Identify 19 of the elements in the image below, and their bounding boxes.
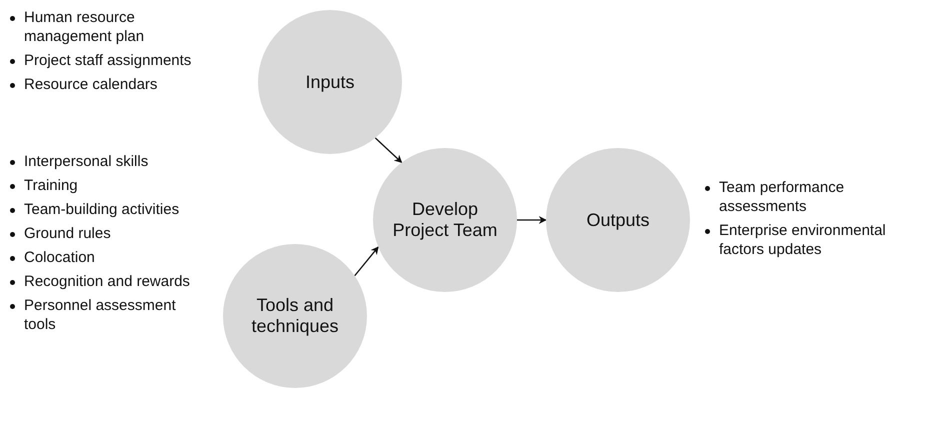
list-item: Training bbox=[24, 176, 78, 195]
node-label: Outputs bbox=[586, 210, 650, 230]
arrow bbox=[354, 246, 379, 276]
list-item: Enterprise environmental factors updates bbox=[719, 221, 887, 259]
arrow bbox=[374, 137, 402, 164]
list-item: Team performance assessments bbox=[719, 178, 846, 216]
list-item: Human resource management plan bbox=[24, 8, 146, 46]
arrow bbox=[517, 216, 547, 224]
list-item: Resource calendars bbox=[24, 75, 158, 94]
list-item: Colocation bbox=[24, 248, 95, 267]
list-item: Project staff assignments bbox=[24, 51, 192, 70]
node-label: Develop Project Team bbox=[392, 199, 498, 241]
list-item: Recognition and rewards bbox=[24, 272, 190, 291]
list-item: Interpersonal skills bbox=[24, 152, 148, 171]
node-label: Inputs bbox=[305, 72, 355, 92]
list-item: Ground rules bbox=[24, 224, 111, 243]
list-item: Personnel assessment tools bbox=[24, 296, 177, 334]
node-label: Tools and techniques bbox=[250, 295, 340, 337]
list-item: Team-building activities bbox=[24, 200, 180, 219]
